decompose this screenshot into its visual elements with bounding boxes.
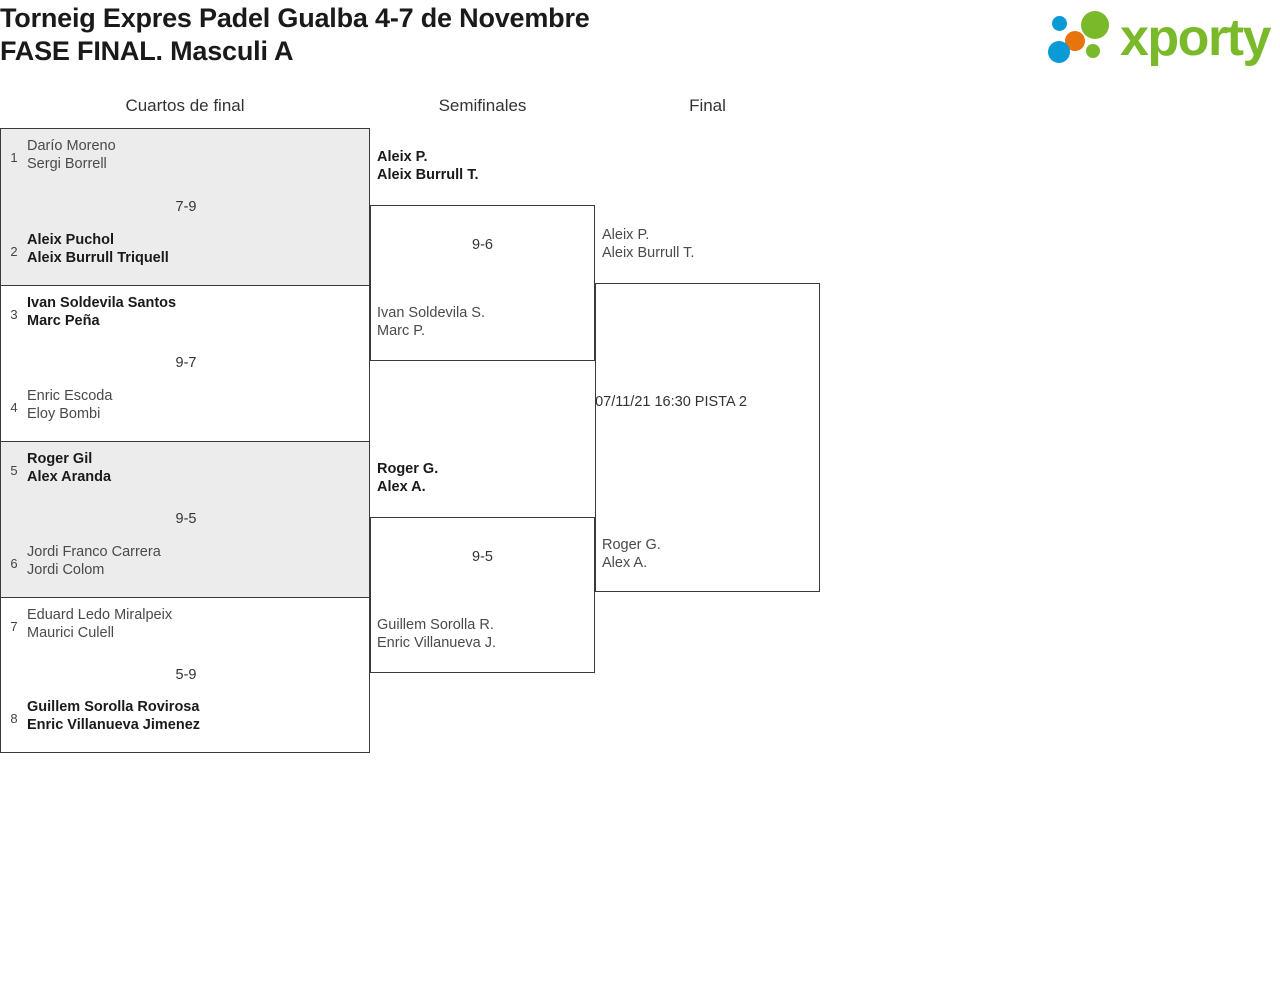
player-name: Aleix P. xyxy=(377,149,428,165)
player-name: Enric Escoda xyxy=(27,388,113,404)
team-slot-seed-5[interactable]: 5 Roger Gil Alex Aranda xyxy=(1,450,369,496)
player-name: Marc Peña xyxy=(27,313,100,329)
team-names: Roger Gil Alex Aranda xyxy=(27,450,111,486)
logo-dots-icon xyxy=(1048,10,1120,66)
semifinal-2-team-bottom[interactable]: Guillem Sorolla R. Enric Villanueva J. xyxy=(377,616,496,652)
final-team-top[interactable]: Aleix P. Aleix Burrull T. xyxy=(602,226,694,262)
seed-number: 6 xyxy=(10,556,18,571)
player-name: Darío Moreno xyxy=(27,138,116,154)
player-name: Aleix Burrull T. xyxy=(377,167,479,183)
seed-number: 5 xyxy=(10,463,18,478)
team-slot-seed-6[interactable]: 6 Jordi Franco Carrera Jordi Colom xyxy=(1,543,369,589)
match-score: 9-6 xyxy=(472,237,493,253)
player-name: Enric Villanueva Jimenez xyxy=(27,717,201,733)
player-name: Ivan Soldevila S. xyxy=(377,305,486,321)
match-quarterfinal-1[interactable]: 1 Darío Moreno Sergi Borrell 7-9 2 Aleix… xyxy=(0,128,370,285)
page-header: Torneig Expres Padel Gualba 4-7 de Novem… xyxy=(0,0,1280,90)
seed-number: 3 xyxy=(10,307,18,322)
tournament-phase: FASE FINAL. Masculi A xyxy=(0,36,294,66)
final-match-info: 07/11/21 16:30 PISTA 2 xyxy=(595,394,747,410)
logo-dot-green-small xyxy=(1086,44,1100,58)
team-slot-seed-4[interactable]: 4 Enric Escoda Eloy Bombi xyxy=(1,387,369,433)
semifinal-1-team-bottom[interactable]: Ivan Soldevila S. Marc P. xyxy=(377,304,485,340)
team-names: Eduard Ledo Miralpeix Maurici Culell xyxy=(27,606,172,642)
player-name: Aleix P. xyxy=(602,227,650,243)
player-name: Sergi Borrell xyxy=(27,156,107,172)
team-names: Darío Moreno Sergi Borrell xyxy=(27,137,116,173)
logo-dot-green-large xyxy=(1081,11,1109,39)
match-final[interactable]: 07/11/21 16:30 PISTA 2 xyxy=(595,283,820,592)
page-title: Torneig Expres Padel Gualba 4-7 de Novem… xyxy=(0,2,590,68)
seed-number: 1 xyxy=(10,150,18,165)
player-name: Ivan Soldevila Santos xyxy=(27,295,177,311)
seed-number: 4 xyxy=(10,400,18,415)
match-quarterfinal-2[interactable]: 3 Ivan Soldevila Santos Marc Peña 9-7 4 … xyxy=(0,285,370,441)
player-name: Roger Gil xyxy=(27,451,93,467)
player-name: Alex A. xyxy=(377,479,426,495)
team-names: Guillem Sorolla Rovirosa Enric Villanuev… xyxy=(27,698,200,734)
player-name: Guillem Sorolla R. xyxy=(377,617,494,633)
match-score: 9-5 xyxy=(175,511,197,527)
semifinal-1-team-top[interactable]: Aleix P. Aleix Burrull T. xyxy=(377,148,479,184)
team-slot-seed-2[interactable]: 2 Aleix Puchol Aleix Burrull Triquell xyxy=(1,231,369,277)
logo-dot-blue-small xyxy=(1052,16,1067,31)
player-name: Alex Aranda xyxy=(27,469,112,485)
player-name: Aleix Burrull Triquell xyxy=(27,250,169,266)
player-name: Marc P. xyxy=(377,323,426,339)
team-slot-seed-8[interactable]: 8 Guillem Sorolla Rovirosa Enric Villanu… xyxy=(1,698,369,744)
tournament-name: Torneig Expres Padel Gualba 4-7 de Novem… xyxy=(0,3,590,33)
team-names: Enric Escoda Eloy Bombi xyxy=(27,387,112,423)
player-name: Maurici Culell xyxy=(27,625,115,641)
player-name: Roger G. xyxy=(602,537,661,553)
player-name: Roger G. xyxy=(377,461,439,477)
match-score: 5-9 xyxy=(175,667,197,683)
player-name: Enric Villanueva J. xyxy=(377,635,497,651)
player-name: Jordi Franco Carrera xyxy=(27,544,161,560)
logo-wordmark: xporty xyxy=(1120,9,1271,67)
player-name: Aleix Puchol xyxy=(27,232,115,248)
match-quarterfinal-3[interactable]: 5 Roger Gil Alex Aranda 9-5 6 Jordi Fran… xyxy=(0,441,370,597)
match-score: 9-7 xyxy=(175,355,197,371)
semifinal-2-team-top[interactable]: Roger G. Alex A. xyxy=(377,460,438,496)
match-quarterfinal-4[interactable]: 7 Eduard Ledo Miralpeix Maurici Culell 5… xyxy=(0,597,370,753)
team-slot-seed-7[interactable]: 7 Eduard Ledo Miralpeix Maurici Culell xyxy=(1,606,369,652)
player-name: Eduard Ledo Miralpeix xyxy=(27,607,173,623)
xporty-logo[interactable]: xporty xyxy=(1048,8,1276,68)
player-name: Jordi Colom xyxy=(27,562,105,578)
player-name: Eloy Bombi xyxy=(27,406,101,422)
team-names: Ivan Soldevila Santos Marc Peña xyxy=(27,294,176,330)
team-slot-seed-1[interactable]: 1 Darío Moreno Sergi Borrell xyxy=(1,137,369,183)
player-name: Alex A. xyxy=(602,555,648,571)
logo-dot-blue-medium xyxy=(1048,41,1070,63)
logo-dot-orange xyxy=(1065,31,1085,51)
team-names: Aleix Puchol Aleix Burrull Triquell xyxy=(27,231,169,267)
team-slot-seed-3[interactable]: 3 Ivan Soldevila Santos Marc Peña xyxy=(1,294,369,340)
match-semifinal-2[interactable]: 9-5 xyxy=(370,517,595,673)
final-team-bottom[interactable]: Roger G. Alex A. xyxy=(602,536,661,572)
seed-number: 2 xyxy=(10,244,18,259)
match-score: 7-9 xyxy=(175,199,197,215)
seed-number: 8 xyxy=(10,711,18,726)
round-heading-quarterfinals: Cuartos de final xyxy=(125,96,245,115)
player-name: Guillem Sorolla Rovirosa xyxy=(27,699,200,715)
seed-number: 7 xyxy=(10,619,18,634)
match-semifinal-1[interactable]: 9-6 xyxy=(370,205,595,361)
round-heading-final: Final xyxy=(689,96,726,115)
team-names: Jordi Franco Carrera Jordi Colom xyxy=(27,543,161,579)
round-heading-semifinals: Semifinales xyxy=(438,96,527,115)
player-name: Aleix Burrull T. xyxy=(602,245,695,261)
match-score: 9-5 xyxy=(472,549,493,565)
